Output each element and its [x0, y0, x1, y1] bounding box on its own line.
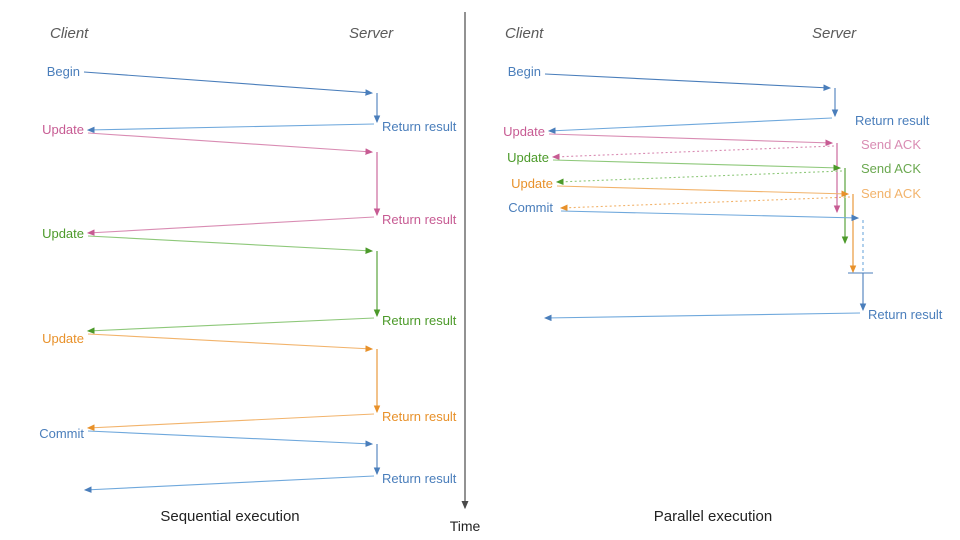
msg-label-update-3: Update — [42, 331, 84, 346]
msg-label-return-result-1: Return result — [382, 119, 457, 134]
lane-label-client-sequential: Client — [50, 25, 89, 42]
arrow-update3-ack-parallel — [559, 196, 851, 212]
arrow-update3-request-parallel — [556, 185, 850, 198]
arrow-commit-request-parallel — [560, 210, 860, 222]
msg-label-update-1: Update — [42, 122, 84, 137]
msg-label-begin: Begin — [47, 64, 80, 79]
arrow-begin-return — [86, 123, 375, 134]
arrow-commit-return-parallel — [543, 312, 861, 322]
arrow-update1-ack-parallel — [551, 145, 835, 161]
arrow-update1-request — [87, 132, 374, 155]
msg-label-return-result-parallel-2: Return result — [868, 307, 943, 322]
msg-label-begin-parallel: Begin — [508, 64, 541, 79]
arrow-begin-request-parallel — [544, 73, 832, 91]
lane-label-client-parallel: Client — [505, 25, 544, 42]
arrow-update2-ack-parallel — [555, 170, 843, 186]
msg-label-return-result-5: Return result — [382, 471, 457, 486]
arrow-update1-request-parallel — [548, 133, 834, 147]
lane-label-server-parallel: Server — [812, 25, 857, 42]
msg-label-update-2: Update — [42, 226, 84, 241]
msg-label-send-ack-1: Send ACK — [861, 137, 921, 152]
arrow-commit-request — [87, 430, 374, 447]
panel-parallel: Client Server Begin Update Update Update… — [503, 25, 943, 525]
msg-label-return-result-4: Return result — [382, 409, 457, 424]
arrow-update1-return — [86, 216, 375, 236]
msg-label-return-result-3: Return result — [382, 313, 457, 328]
msg-label-update-2-parallel: Update — [507, 150, 549, 165]
caption-parallel: Parallel execution — [654, 508, 772, 525]
msg-label-update-1-parallel: Update — [503, 124, 545, 139]
arrow-update3-request — [87, 333, 374, 352]
time-axis-label: Time — [450, 518, 481, 534]
msg-label-commit-parallel: Commit — [508, 200, 553, 215]
msg-label-return-result-parallel-1: Return result — [855, 113, 930, 128]
arrow-begin-request — [83, 71, 374, 96]
arrow-update2-request — [87, 235, 374, 254]
msg-label-send-ack-3: Send ACK — [861, 186, 921, 201]
time-axis: Time — [450, 12, 481, 534]
msg-label-update-3-parallel: Update — [511, 176, 553, 191]
arrow-commit-return — [83, 475, 375, 493]
caption-sequential: Sequential execution — [160, 508, 299, 525]
arrow-begin-return-parallel — [547, 117, 833, 134]
arrow-update3-return — [86, 413, 375, 431]
panel-sequential: Client Server Begin Update Update Update… — [39, 25, 457, 525]
arrow-update2-request-parallel — [552, 159, 842, 172]
arrow-update2-return — [86, 317, 375, 334]
lane-label-server-sequential: Server — [349, 25, 394, 42]
msg-label-send-ack-2: Send ACK — [861, 161, 921, 176]
msg-label-return-result-2: Return result — [382, 212, 457, 227]
msg-label-commit: Commit — [39, 426, 84, 441]
